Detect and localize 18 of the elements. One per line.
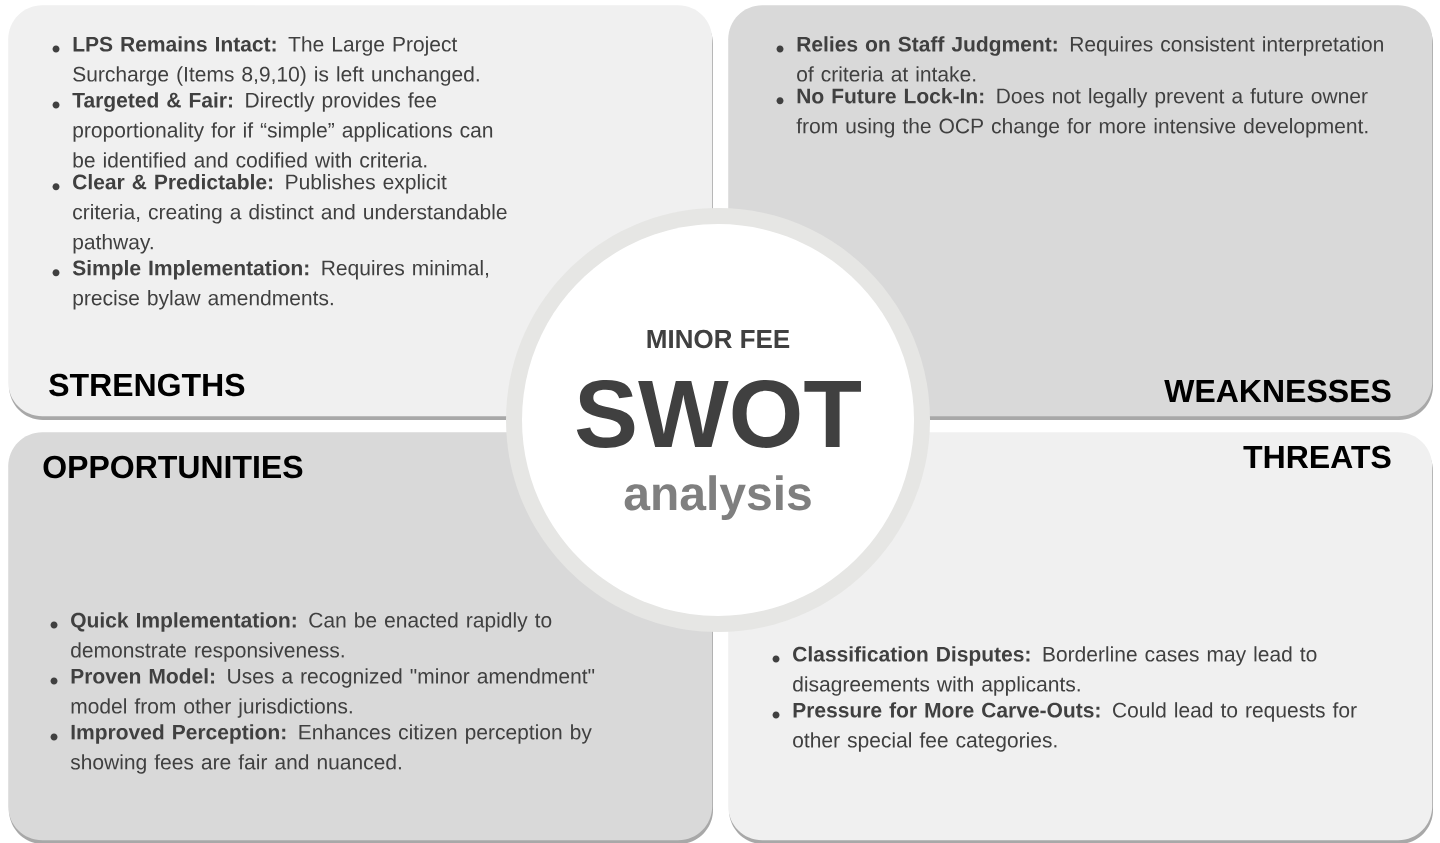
bullet-item: Pressure for More Carve-Outs: Could lead to requests for other special fee categories. [772, 702, 1357, 752]
bullet-item: LPS Remains Intact: The Large Project Surcharge (Items 8,9,10) is left unchanged. [52, 36, 479, 86]
quadrant-heading: WEAKNESSES [1164, 379, 1391, 403]
quadrant-heading: THREATS [1243, 445, 1391, 469]
bullet-item: Targeted & Fair: Directly provides fee proportionality for if “simple” applications can be identified and codified with criteria. [52, 92, 493, 168]
analysis-caption: analysis [624, 475, 811, 520]
quadrant-heading: OPPORTUNITIES [43, 455, 303, 479]
circle-subtitle: MINOR FEE [647, 329, 790, 349]
swot-title: SWOT [576, 379, 861, 448]
bullet-item: No Future Lock-In: Does not legally prevent a future owner from using the OCP change for more intensive development. [776, 88, 1368, 138]
quadrant-heading: STRENGTHS [49, 373, 245, 397]
bullet-item: Clear & Predictable: Publishes explicit criteria, creating a distinct and understandable pathway. [52, 174, 507, 254]
bullet-item: Quick Implementation: Can be enacted rapidly to demonstrate responsiveness. [50, 612, 552, 662]
bullet-item: Relies on Staff Judgment: Requires consistent interpretation of criteria at intake. [776, 36, 1383, 82]
bullet-item: Classification Disputes: Borderline cases may lead to disagreements with applicants. [772, 646, 1317, 696]
bullet-item: Simple Implementation: Requires minimal, precise bylaw amendments. [52, 259, 489, 310]
bullet-item: Improved Perception: Enhances citizen perception by showing fees are fair and nuanced. [50, 724, 592, 774]
bullet-item: Proven Model: Uses a recognized "minor amendment" model from other jurisdictions. [50, 668, 595, 718]
